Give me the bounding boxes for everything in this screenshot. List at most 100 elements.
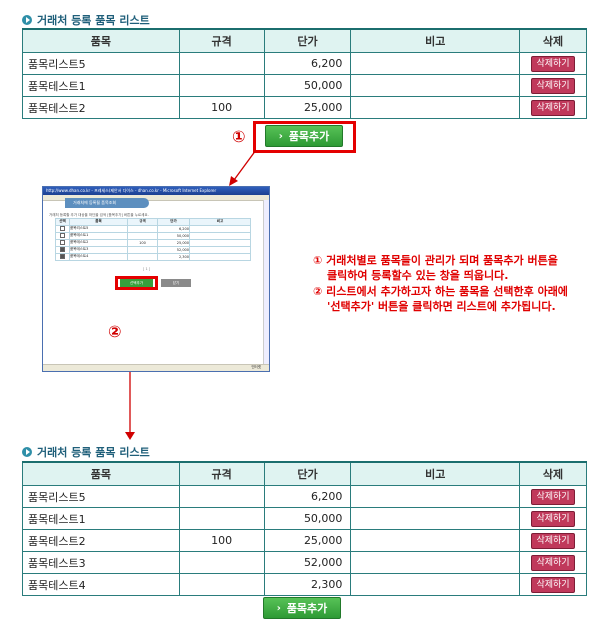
item-note: [350, 485, 521, 508]
header-spec: 규격: [178, 461, 265, 486]
header-note: 비고: [350, 28, 521, 53]
delete-button[interactable]: 삭제하기: [531, 532, 575, 549]
item-price: 25,000: [263, 529, 352, 552]
popup-row: 품목테스트3 52,000: [55, 245, 251, 254]
add-item-button-bottom[interactable]: › 품목추가: [263, 597, 341, 619]
delete-cell: 삭제하기: [519, 52, 587, 75]
arrow-bullet-icon: [22, 447, 32, 457]
popup-row: 품목테스트4 2,300: [55, 252, 251, 261]
popup-item-price: 6,200: [157, 224, 190, 233]
delete-button[interactable]: 삭제하기: [531, 554, 575, 571]
close-button[interactable]: 닫기: [161, 279, 191, 287]
popup-checkbox[interactable]: [60, 225, 65, 231]
table-row: 품목테스트1 50,000 삭제하기: [22, 507, 587, 530]
delete-button[interactable]: 삭제하기: [531, 99, 575, 116]
popup-checkbox-checked[interactable]: [60, 246, 65, 252]
delete-cell: 삭제하기: [519, 507, 587, 530]
item-price: 50,000: [263, 74, 352, 97]
popup-row: 품목리스트5 6,200: [55, 224, 251, 233]
item-name: 품목테스트2: [22, 529, 180, 552]
item-spec: [178, 507, 265, 530]
delete-button[interactable]: 삭제하기: [531, 77, 575, 94]
item-name: 품목테스트4: [22, 573, 180, 596]
popup-scrollbar[interactable]: [263, 200, 269, 364]
chevron-right-icon: ›: [276, 602, 281, 614]
delete-cell: 삭제하기: [519, 96, 587, 119]
item-note: [350, 529, 521, 552]
annotation-line-3: ② 리스트에서 추가하고자 하는 품목을 선택한후 아래에: [313, 285, 568, 298]
popup-row: 품목테스트2 100 25,000: [55, 238, 251, 247]
popup-status-bar: 인터넷: [43, 364, 269, 371]
annotation-line-4: '선택추가' 버튼을 클릭하면 리스트에 추가됩니다.: [327, 300, 556, 313]
item-name: 품목테스트3: [22, 551, 180, 574]
item-price: 6,200: [263, 485, 352, 508]
header-delete: 삭제: [519, 28, 587, 53]
item-spec: [178, 551, 265, 574]
delete-cell: 삭제하기: [519, 573, 587, 596]
popup-banner: 거래처에 등록될 품목조회: [65, 198, 149, 208]
table-row: 품목리스트5 6,200 삭제하기: [22, 52, 587, 75]
delete-cell: 삭제하기: [519, 485, 587, 508]
popup-item-price: 50,000: [157, 231, 190, 240]
delete-cell: 삭제하기: [519, 529, 587, 552]
popup-item-spec: [127, 231, 158, 240]
annotation-line-1: ① 거래처별로 품목들이 관리가 되며 품목추가 버튼을: [313, 254, 558, 267]
popup-item-note: [189, 252, 251, 261]
popup-menu-bar: [43, 195, 269, 201]
item-price: 50,000: [263, 507, 352, 530]
popup-checkbox-cell: [55, 245, 70, 254]
table-row: 품목테스트2 100 25,000 삭제하기: [22, 96, 587, 119]
header-item: 품목: [22, 461, 180, 486]
popup-item-note: [189, 245, 251, 254]
top-item-table: 품목 규격 단가 비고 삭제 품목리스트5 6,200 삭제하기 품목테스트1 …: [22, 28, 587, 119]
table-row: 품목테스트1 50,000 삭제하기: [22, 74, 587, 97]
item-price: 25,000: [263, 96, 352, 119]
item-spec: [178, 573, 265, 596]
item-spec: [178, 485, 265, 508]
table-row: 품목테스트3 52,000 삭제하기: [22, 551, 587, 574]
annotation-line-2: 클릭하여 등록할수 있는 창을 띄웁니다.: [327, 269, 509, 282]
item-name: 품목리스트5: [22, 485, 180, 508]
popup-item-price: 52,000: [157, 245, 190, 254]
arrow-line-one: [233, 149, 257, 181]
bottom-list-title: 거래처 등록 품목 리스트: [22, 444, 150, 460]
table-row: 품목리스트5 6,200 삭제하기: [22, 485, 587, 508]
select-add-button[interactable]: 선택추가: [120, 279, 153, 287]
popup-checkbox-checked[interactable]: [60, 253, 65, 259]
step-marker-one: ①: [232, 127, 246, 146]
popup-checkbox-cell: [55, 231, 70, 240]
popup-row: 품목테스트1 50,000: [55, 231, 251, 240]
top-list-title: 거래처 등록 품목 리스트: [22, 12, 150, 28]
popup-item-price: 2,300: [157, 252, 190, 261]
delete-button[interactable]: 삭제하기: [531, 576, 575, 593]
bottom-item-table: 품목 규격 단가 비고 삭제 품목리스트5 6,200 삭제하기 품목테스트1 …: [22, 461, 587, 596]
popup-item-spec: [127, 252, 158, 261]
item-spec: 100: [178, 529, 265, 552]
table-header-row: 품목 규격 단가 비고 삭제: [22, 28, 587, 53]
highlight-box-add: [253, 121, 356, 153]
highlight-box-select: [115, 276, 158, 290]
popup-checkbox-cell: [55, 252, 70, 261]
table-header-row: 품목 규격 단가 비고 삭제: [22, 461, 587, 486]
popup-item-name: 품목테스트3: [69, 245, 128, 254]
popup-item-name: 품목리스트5: [69, 224, 128, 233]
popup-checkbox[interactable]: [60, 232, 65, 238]
header-price: 단가: [263, 28, 352, 53]
popup-title-bar: http://www.dhan.co.kr - 프레세스(제안서 다이스 - d…: [43, 187, 269, 195]
popup-item-note: [189, 231, 251, 240]
delete-button[interactable]: 삭제하기: [531, 55, 575, 72]
popup-checkbox-cell: [55, 238, 70, 247]
popup-item-spec: [127, 224, 158, 233]
header-price: 단가: [263, 461, 352, 486]
delete-button[interactable]: 삭제하기: [531, 510, 575, 527]
table-row: 품목테스트4 2,300 삭제하기: [22, 573, 587, 596]
step-marker-two: ②: [108, 322, 122, 341]
popup-checkbox[interactable]: [60, 239, 65, 245]
delete-button[interactable]: 삭제하기: [531, 488, 575, 505]
header-note: 비고: [350, 461, 521, 486]
add-item-button[interactable]: › 품목추가: [265, 125, 343, 147]
item-select-popup-window: http://www.dhan.co.kr - 프레세스(제안서 다이스 - d…: [42, 186, 270, 372]
popup-item-price: 25,000: [157, 238, 190, 247]
popup-item-name: 품목테스트1: [69, 231, 128, 240]
item-price: 2,300: [263, 573, 352, 596]
